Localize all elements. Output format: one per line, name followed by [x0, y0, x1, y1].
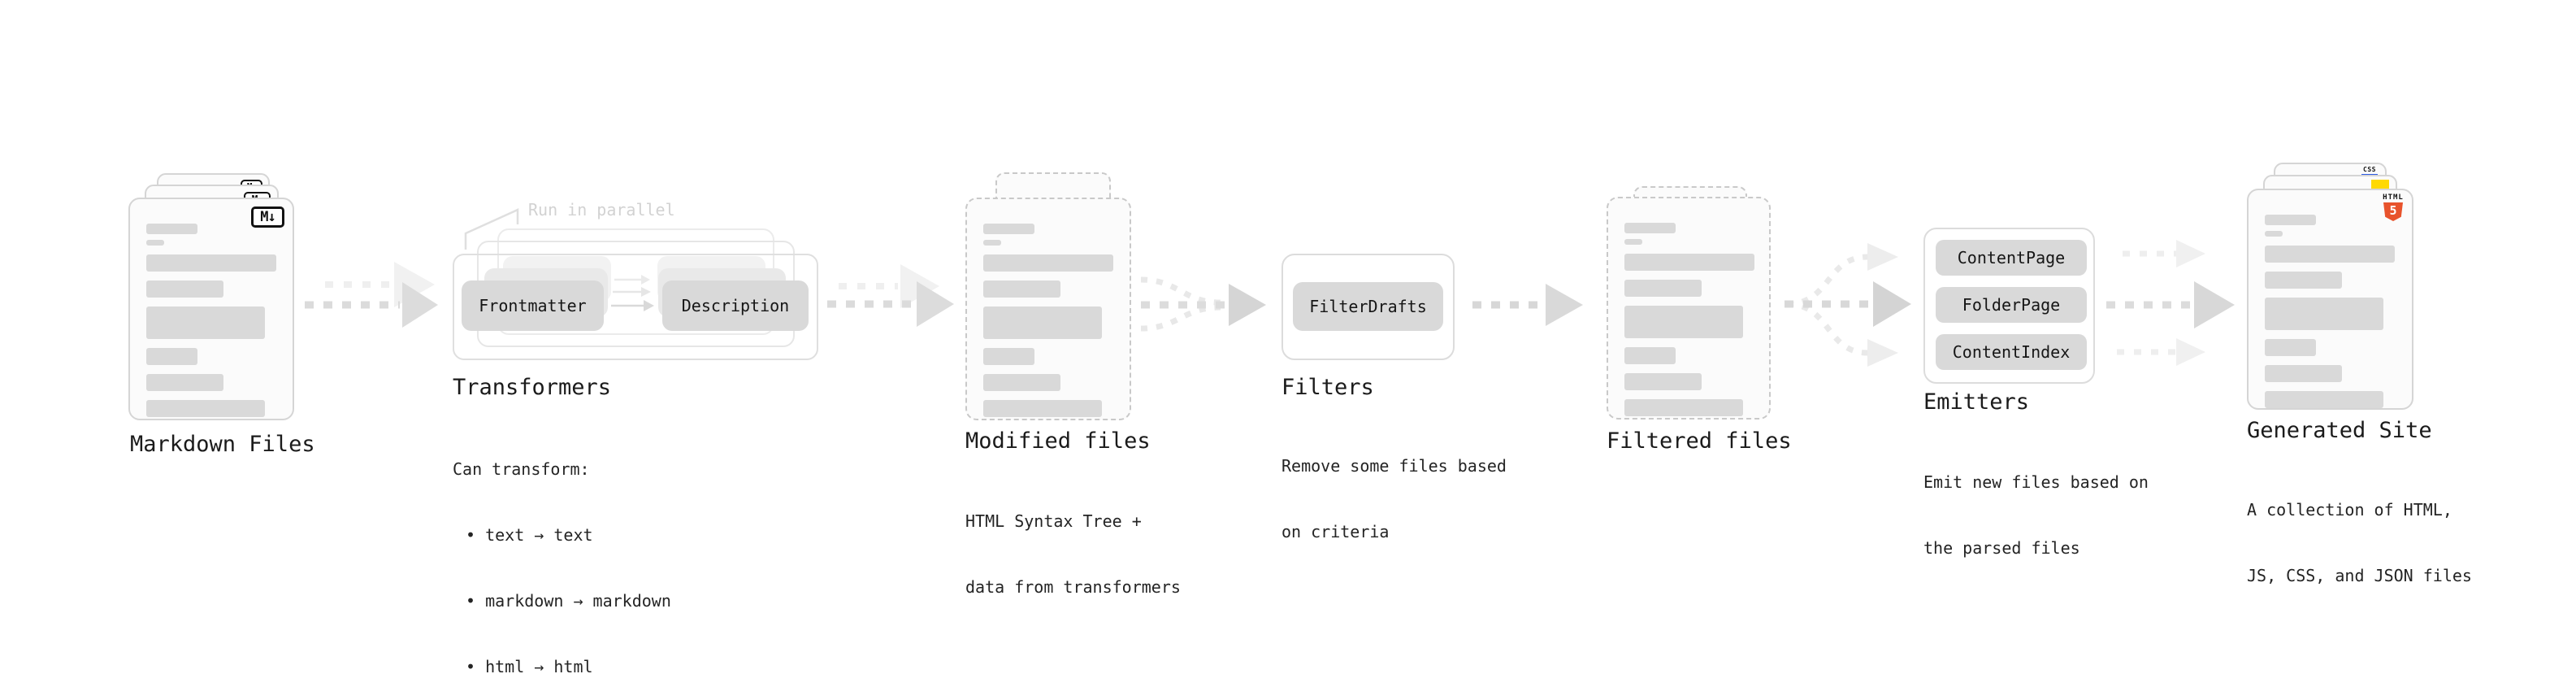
text-bar — [146, 240, 164, 246]
text-bar — [146, 400, 265, 417]
document-text-bars — [130, 199, 293, 419]
content-index-box: ContentIndex — [1936, 334, 2087, 370]
desc-line: the parsed files — [1923, 538, 2080, 558]
desc-line: • markdown → markdown — [466, 591, 671, 611]
document-text-bars — [1608, 198, 1769, 418]
desc-line: Emit new files based on — [1923, 472, 2149, 492]
arrow-emitters-to-generated — [2106, 240, 2235, 366]
text-bar — [2265, 298, 2383, 330]
text-bar — [2265, 391, 2383, 408]
generated-site-description: A collection of HTML, JS, CSS, and JSON … — [2247, 455, 2472, 609]
document-text-bars — [967, 199, 1130, 419]
filters-label: Filters — [1281, 375, 1374, 400]
text-bar — [146, 307, 265, 339]
text-bar — [2265, 215, 2316, 225]
emitters-description: Emit new files based on the parsed files — [1923, 428, 2149, 581]
text-bar — [983, 224, 1034, 234]
text-bar — [983, 280, 1060, 298]
text-bar — [146, 374, 223, 391]
desc-line: Remove some files based — [1281, 456, 1507, 476]
pipeline-diagram: { "diagram": { "markdown_files": { "labe… — [128, 163, 2472, 676]
arrow-modified-to-filters — [1140, 276, 1266, 332]
text-bar — [146, 224, 197, 234]
description-box: Description — [662, 280, 809, 331]
generated-doc-card-html: HTML 5 — [2247, 189, 2413, 410]
text-bar — [983, 348, 1034, 365]
modified-doc-card-front — [965, 198, 1131, 420]
arrow-filtered-to-emitters — [1785, 243, 1911, 367]
text-bar — [1624, 280, 1702, 297]
text-bar — [983, 307, 1102, 339]
desc-line: on criteria — [1281, 522, 1390, 541]
filtered-doc-card-front — [1607, 197, 1771, 420]
text-bar — [146, 254, 276, 272]
text-bar — [146, 348, 197, 365]
arrow-markdown-to-transformers — [305, 262, 438, 328]
text-bar — [983, 240, 1001, 246]
markdown-icon: M↓ — [251, 207, 284, 228]
frontmatter-box: Frontmatter — [462, 280, 604, 331]
document-text-bars — [2249, 190, 2412, 408]
modified-files-description: HTML Syntax Tree + data from transformer… — [965, 467, 1181, 620]
desc-line: data from transformers — [965, 577, 1181, 597]
emitters-label: Emitters — [1923, 389, 2030, 415]
transformers-label: Transformers — [453, 375, 612, 400]
filters-description: Remove some files based on criteria — [1281, 411, 1507, 565]
text-bar — [1624, 223, 1676, 233]
text-bar — [1624, 306, 1743, 338]
html5-icon-label: HTML — [2383, 193, 2404, 202]
text-bar — [2265, 272, 2342, 289]
text-bar — [983, 374, 1060, 391]
generated-site-label: Generated Site — [2247, 418, 2432, 443]
run-in-parallel-note: Run in parallel — [528, 200, 675, 220]
text-bar — [983, 254, 1113, 272]
content-page-box: ContentPage — [1936, 240, 2087, 276]
text-bar — [146, 280, 223, 298]
text-bar — [1624, 254, 1754, 271]
desc-line: Can transform: — [453, 459, 590, 479]
text-bar — [1624, 239, 1642, 245]
transformer-card-front — [453, 254, 818, 360]
arrow-filters-to-filtered — [1472, 284, 1583, 326]
desc-line: HTML Syntax Tree + — [965, 511, 1142, 531]
text-bar — [983, 400, 1102, 417]
filter-drafts-box: FilterDrafts — [1293, 282, 1443, 331]
desc-line: • text → text — [466, 525, 593, 545]
text-bar — [2265, 246, 2395, 263]
emitters-panel: ContentPage FolderPage ContentIndex — [1923, 228, 2095, 384]
css-icon-label: CSS — [2363, 166, 2376, 173]
markdown-doc-card-front: M↓ — [128, 198, 294, 420]
text-bar — [1624, 399, 1743, 416]
markdown-files-label: Markdown Files — [130, 432, 315, 457]
text-bar — [1624, 373, 1702, 390]
folder-page-box: FolderPage — [1936, 287, 2087, 323]
js-icon — [2371, 180, 2389, 190]
transformers-description: Can transform: • text → text • markdown … — [453, 415, 671, 700]
html5-icon: HTML 5 — [2383, 193, 2404, 221]
modified-files-label: Modified files — [965, 428, 1151, 454]
text-bar — [2265, 365, 2342, 382]
desc-line: JS, CSS, and JSON files — [2247, 566, 2472, 585]
text-bar — [2265, 339, 2316, 356]
text-bar — [2265, 231, 2283, 237]
desc-line: A collection of HTML, — [2247, 500, 2452, 520]
filters-panel: FilterDrafts — [1281, 254, 1455, 360]
desc-line: • html → html — [466, 657, 593, 676]
html5-icon-shield: 5 — [2383, 202, 2403, 221]
text-bar — [1624, 347, 1676, 364]
arrow-transformers-to-modified — [827, 264, 954, 327]
filtered-files-label: Filtered files — [1607, 428, 1792, 454]
